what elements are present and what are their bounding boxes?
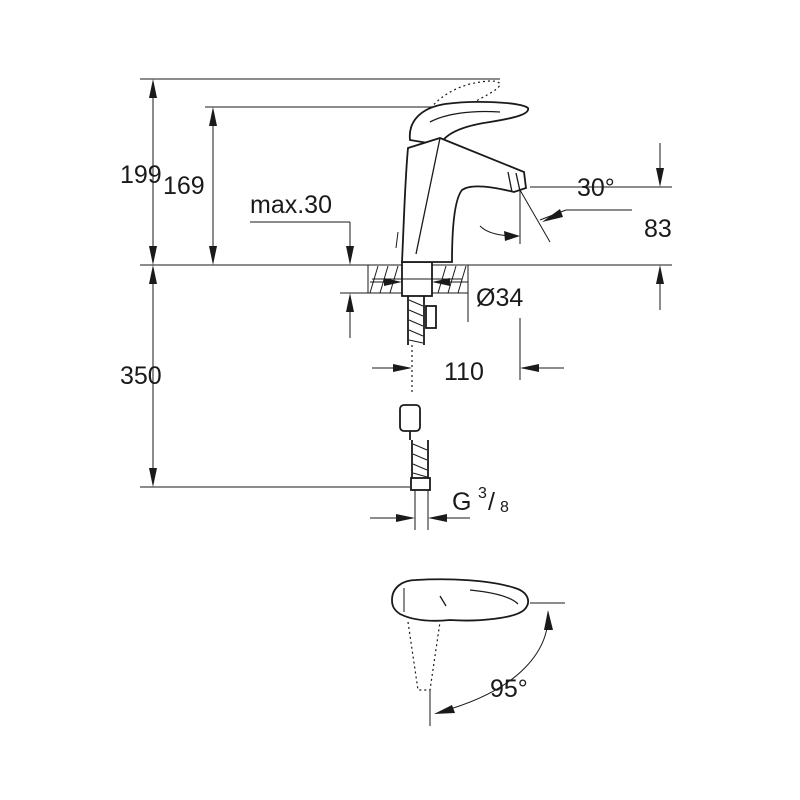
- dimension-199: 199: [120, 79, 162, 265]
- faucet-body: [395, 80, 529, 263]
- faucet-spout-body: [401, 137, 527, 263]
- handle-lifted-outline: [417, 80, 501, 141]
- dimension-diameter-34: Ø34: [370, 278, 523, 322]
- thread-prefix-label: G: [452, 488, 471, 516]
- dimension-max30-label: max.30: [250, 191, 332, 219]
- dimension-169-label: 169: [163, 172, 205, 200]
- dimension-110: 110: [372, 318, 564, 386]
- dimension-199-label: 199: [120, 161, 162, 189]
- dimension-350-label: 350: [120, 362, 162, 390]
- dimension-169: 169: [163, 107, 217, 265]
- thread-numerator-label: 3: [478, 485, 487, 502]
- dimension-350: 350: [120, 265, 162, 487]
- dimension-thread: G 3 / 8: [370, 485, 509, 522]
- supply-hoses: [399, 296, 437, 530]
- dimension-95-degree-label: 95°: [490, 675, 528, 703]
- dimension-83: 83: [644, 143, 672, 310]
- handle-top-view: 95°: [391, 578, 565, 726]
- dimension-diameter-34-label: Ø34: [476, 284, 523, 312]
- thread-denominator-label: 8: [500, 499, 509, 516]
- dimension-max30: max.30: [250, 191, 372, 338]
- handle-lever: [409, 101, 529, 147]
- dimension-83-label: 83: [644, 215, 672, 243]
- svg-text:/: /: [488, 488, 495, 516]
- hose-connector-nut: [410, 477, 431, 491]
- dimension-30-degree: 30°: [479, 174, 632, 244]
- dimension-110-label: 110: [444, 358, 484, 386]
- countertop-section: [367, 261, 469, 297]
- dimension-30-degree-label: 30°: [577, 174, 615, 202]
- hose-weight: [399, 404, 421, 432]
